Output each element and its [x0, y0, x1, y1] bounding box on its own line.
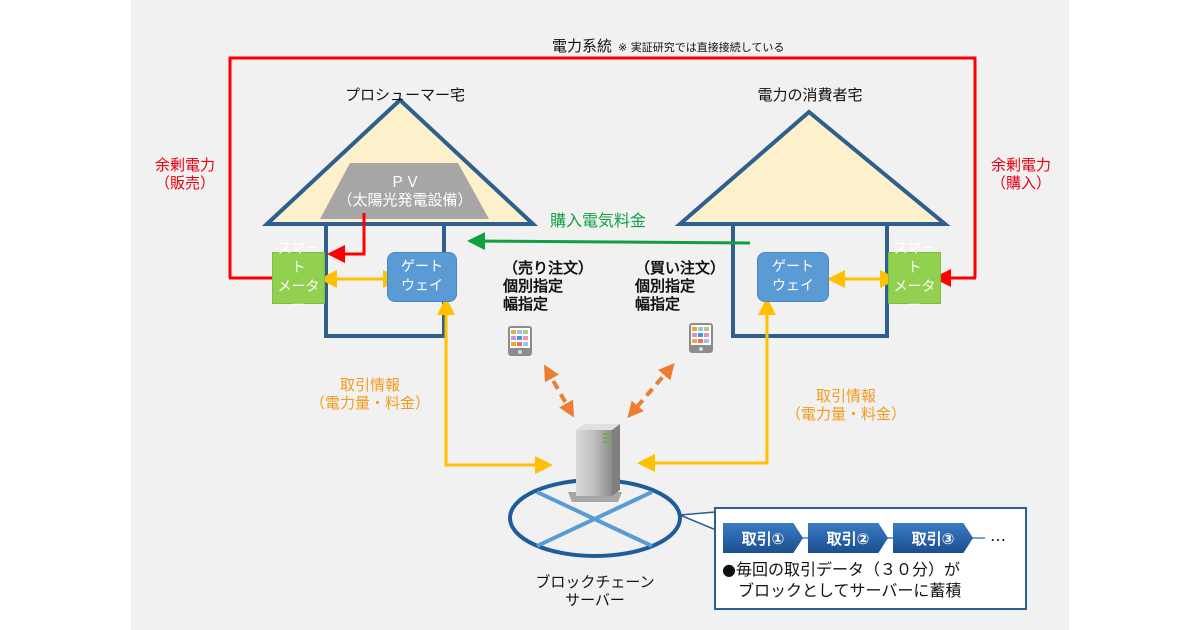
consumer-house-title: 電力の消費者宅 — [757, 86, 863, 104]
grid-title-main: 電力系統 — [552, 37, 613, 55]
prosumer-smart-meter[interactable]: スマートメーター — [272, 241, 325, 314]
seller-smartphone-icon — [508, 326, 532, 356]
surplus-buy-line2: （購入） — [990, 174, 1051, 192]
pv-panel — [320, 163, 489, 219]
consumer-meter-line2: メーター — [893, 279, 936, 314]
seller-order-arrow — [544, 364, 574, 418]
consumer-gateway-line1: ゲート — [772, 259, 814, 276]
buy-order-line2: 個別指定 — [635, 277, 696, 295]
consumer-smart-meter[interactable]: スマートメーター — [888, 241, 941, 314]
sell-order-line3: 幅指定 — [503, 295, 549, 313]
server-icon — [568, 424, 622, 502]
consumer-trade-info-line1: 取引情報 — [815, 387, 876, 405]
block-2: 取引② — [808, 523, 888, 553]
prosumer-trade-info-arrow — [437, 297, 553, 474]
surplus-sell-line1: 余剰電力 — [154, 156, 215, 174]
server-label-line2: サーバー — [565, 591, 625, 609]
pv-to-meter-line — [327, 213, 366, 263]
surplus-sell-label: 余剰電力 （販売） — [140, 156, 230, 192]
consumer-trade-info-label: 取引情報 （電力量・料金） — [776, 387, 916, 423]
payment-arrow — [467, 232, 751, 251]
grid-line-top — [228, 56, 977, 278]
prosumer-trade-info-label: 取引情報 （電力量・料金） — [300, 376, 440, 412]
prosumer-gateway-line2: ウェイ — [401, 278, 443, 294]
sell-order-line1: （売り注文） — [503, 259, 594, 277]
buy-order-line3: 幅指定 — [635, 295, 681, 313]
consumer-gateway-line2: ウェイ — [772, 278, 814, 294]
blockchain-server-label: ブロックチェーン サーバー — [535, 573, 655, 609]
grid-title-note: ※ 実証研究では直接接続している — [618, 41, 785, 54]
prosumer-meter-line1: スマート — [277, 241, 320, 277]
consumer-meter-line1: スマート — [893, 241, 936, 277]
surplus-buy-label: 余剰電力 （購入） — [976, 156, 1066, 192]
pv-label: ＰＶ （太陽光発電設備） — [325, 173, 485, 209]
prosumer-meter-line2: メーター — [277, 279, 320, 314]
buyer-smartphone-icon — [689, 323, 713, 353]
buy-order-label: （買い注文） 個別指定 幅指定 — [635, 259, 725, 313]
callout-text-line2: ブロックとしてサーバーに蓄積 — [722, 580, 962, 600]
pv-label-line2: （太陽光発電設備） — [337, 191, 473, 209]
buyer-order-arrow — [627, 362, 675, 419]
callout-text-line1: ●毎回の取引データ（３０分）が — [722, 560, 960, 579]
grid-title: 電力系統 ※ 実証研究では直接接続している — [552, 36, 784, 55]
surplus-sell-line2: （販売） — [154, 174, 215, 192]
prosumer-house-title: プロシューマー宅 — [344, 86, 465, 104]
prosumer-gateway[interactable]: ゲートウェイ — [387, 252, 457, 302]
prosumer-trade-info-line2: （電力量・料金） — [309, 394, 430, 412]
block-1: 取引① — [723, 523, 803, 553]
consumer-roof — [674, 109, 951, 226]
sell-order-label: （売り注文） 個別指定 幅指定 — [503, 259, 593, 313]
pv-label-line1: ＰＶ — [389, 173, 420, 191]
callout-description: ●毎回の取引データ（３０分）が ブロックとしてサーバーに蓄積 — [722, 560, 961, 602]
server-label-line1: ブロックチェーン — [535, 573, 655, 591]
buy-order-line1: （買い注文） — [635, 259, 726, 277]
prosumer-gateway-line1: ゲート — [401, 259, 443, 276]
block-3: 取引③ — [893, 523, 973, 553]
consumer-gateway[interactable]: ゲートウェイ — [757, 252, 829, 302]
callout-pointer — [679, 511, 717, 532]
blockchain-link-2 — [536, 490, 653, 548]
surplus-buy-line1: 余剰電力 — [990, 156, 1051, 174]
consumer-trade-info-arrow — [637, 297, 776, 472]
chain-ellipsis: … — [990, 526, 1006, 545]
sell-order-line2: 個別指定 — [503, 277, 564, 295]
prosumer-trade-info-line1: 取引情報 — [339, 376, 400, 394]
payment-label: 購入電気料金 — [550, 211, 647, 230]
consumer-trade-info-line2: （電力量・料金） — [785, 405, 906, 423]
